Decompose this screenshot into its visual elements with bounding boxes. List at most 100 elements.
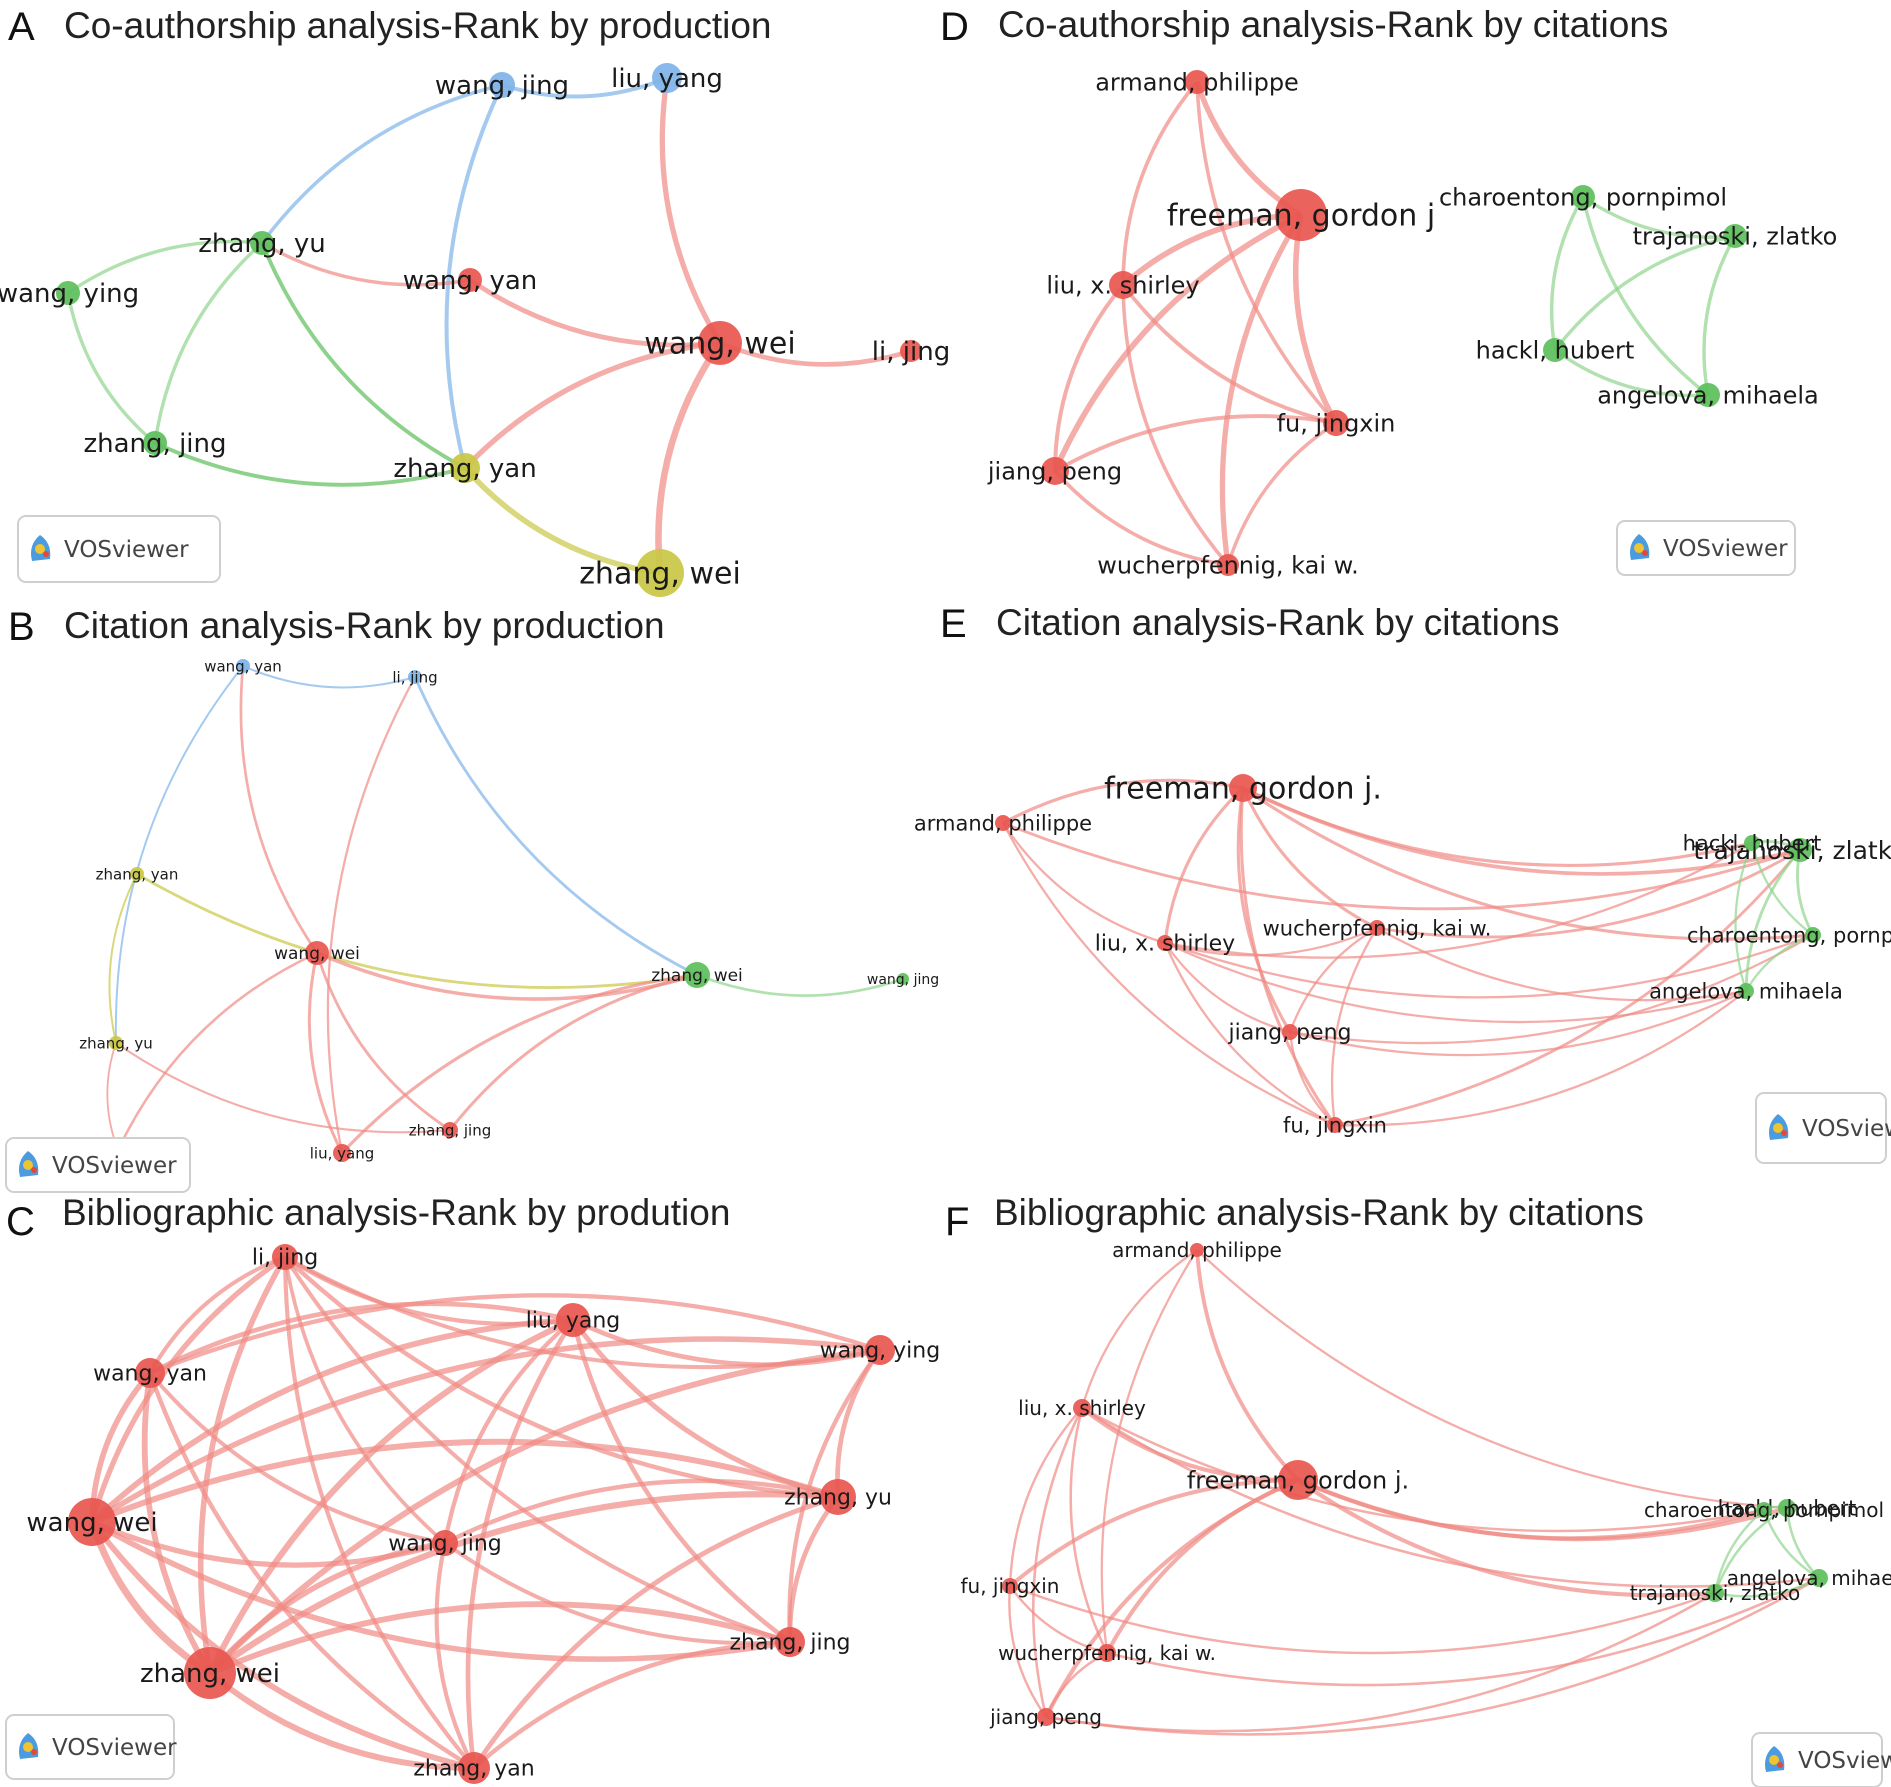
panel-title: Co-authorship analysis-Rank by productio… — [64, 5, 771, 46]
node-armand-philippe[interactable] — [1190, 1243, 1204, 1257]
watermark-text: VOSviewer — [1663, 536, 1788, 562]
edge — [326, 676, 417, 1154]
edge — [1334, 990, 1747, 1127]
node-wang-wei[interactable] — [68, 1498, 116, 1546]
node-label: li, jing — [872, 337, 950, 367]
node-zhang-jing[interactable] — [143, 431, 167, 455]
edge — [1001, 822, 1336, 1127]
edge — [1164, 926, 1378, 957]
node-zhang-jing[interactable] — [442, 1122, 458, 1138]
node-zhang-yan[interactable] — [130, 867, 144, 881]
node-fu-jingxin[interactable] — [1323, 410, 1349, 436]
node-zhang-yu[interactable] — [109, 1036, 123, 1050]
edge — [1334, 849, 1802, 1127]
edge — [114, 665, 244, 1044]
node-label: trajanoski, zlatko — [1633, 222, 1838, 250]
node-wang-ying[interactable] — [56, 281, 80, 305]
edge — [207, 1317, 575, 1675]
node-zhang-yan[interactable] — [458, 1752, 490, 1784]
node-freeman-gordon-j[interactable] — [1275, 189, 1327, 241]
node-wucherpfennig-kai-w-[interactable] — [1098, 1644, 1116, 1662]
node-charoentong-pornpimol[interactable] — [1805, 927, 1821, 943]
node-freeman-gordon-j-[interactable] — [1229, 774, 1257, 802]
node-wang-wei[interactable] — [305, 941, 329, 965]
node-wang-jing[interactable] — [897, 973, 909, 985]
node-hackl-hubert[interactable] — [1543, 338, 1567, 362]
node-fu-jingxin[interactable] — [1002, 1578, 1018, 1594]
node-zhang-wei[interactable] — [636, 549, 684, 597]
edge — [1242, 786, 1753, 867]
node-liu-yang[interactable] — [556, 1303, 590, 1337]
node-trajanoski-zlatko[interactable] — [1788, 838, 1812, 862]
edge — [1288, 927, 1378, 1033]
node-label: wang, yan — [403, 266, 538, 296]
node-armand-philippe[interactable] — [1185, 70, 1209, 94]
edge — [1582, 195, 1736, 239]
node-zhang-wei[interactable] — [184, 1647, 236, 1699]
edge — [1054, 414, 1337, 473]
logo-dot-icon — [43, 551, 49, 557]
edge — [1289, 989, 1747, 1057]
edge — [1053, 469, 1229, 567]
edge — [1100, 1249, 1198, 1654]
node-charoentong-pornpimol[interactable] — [1571, 185, 1595, 209]
node-label: angelova, mihaela — [1727, 1566, 1891, 1590]
node-wang-jing[interactable] — [432, 1530, 458, 1556]
node-wang-yan[interactable] — [135, 1358, 165, 1388]
node-trajanoski-zlatko[interactable] — [1706, 1584, 1724, 1602]
node-label: wang, wei — [274, 944, 360, 964]
node-wang-yan[interactable] — [458, 268, 482, 292]
node-angelova-mihaela[interactable] — [1738, 983, 1754, 999]
node-wucherpfennig-kai-w-[interactable] — [1217, 554, 1239, 576]
edge — [655, 341, 723, 574]
node-li-jing[interactable] — [408, 670, 422, 684]
node-angelova-mihaela[interactable] — [1810, 1569, 1828, 1587]
node-zhang-jing[interactable] — [775, 1627, 805, 1657]
edge — [1734, 842, 1754, 992]
node-armand-philippe[interactable] — [995, 815, 1011, 831]
edge — [1376, 927, 1747, 1002]
panel-letter: E — [940, 602, 967, 646]
node-liu-x-shirley[interactable] — [1157, 935, 1173, 951]
node-label: liu, x. shirley — [1046, 271, 1199, 299]
node-liu-yang[interactable] — [652, 63, 682, 93]
node-hackl-hubert[interactable] — [1744, 835, 1760, 851]
node-liu-x-shirley[interactable] — [1073, 1399, 1091, 1417]
node-jiang-peng[interactable] — [1037, 1708, 1055, 1726]
node-trajanoski-zlatko[interactable] — [1723, 224, 1747, 248]
node-wang-ying[interactable] — [865, 1335, 895, 1365]
edge — [413, 676, 698, 977]
node-li-jing[interactable] — [272, 1244, 298, 1270]
edge — [1226, 421, 1337, 566]
node-zhang-yu[interactable] — [250, 231, 274, 255]
node-jiang-peng[interactable] — [1282, 1024, 1298, 1040]
node-freeman-gordon-j-[interactable] — [1278, 1460, 1318, 1500]
node-charoentong-pornpimol[interactable] — [1756, 1502, 1772, 1518]
node-wang-wei[interactable] — [698, 321, 742, 365]
node-liu-yang[interactable] — [333, 1144, 351, 1162]
edge — [207, 1347, 881, 1676]
node-jiang-peng[interactable] — [1041, 457, 1069, 485]
edge — [106, 1042, 119, 1151]
node-label: charoentong, pornpimol — [1644, 1498, 1884, 1522]
node-zhang-wei[interactable] — [684, 962, 710, 988]
node-zhang-yu[interactable] — [820, 1479, 856, 1515]
node-liu-x-shirley[interactable] — [1109, 271, 1137, 299]
node-wucherpfennig-kai-w-[interactable] — [1369, 920, 1385, 936]
node-label: jiang, peng — [989, 1705, 1102, 1729]
node-wang-jing[interactable] — [489, 72, 515, 98]
edge — [1106, 1576, 1820, 1687]
node-angelova-mihaela[interactable] — [1696, 383, 1720, 407]
node-hackl-hubert[interactable] — [1778, 1499, 1796, 1517]
node-zhang-yan[interactable] — [450, 453, 480, 483]
node-label: trajanoski, zlatko — [1693, 836, 1891, 865]
node-fu-jingxin[interactable] — [1327, 1117, 1343, 1133]
edge — [572, 1317, 881, 1367]
watermark-box — [5, 1137, 191, 1193]
logo-dot-icon — [35, 544, 45, 554]
node-wang-yan[interactable] — [236, 659, 250, 673]
edge — [1549, 196, 1585, 351]
node-li-jing[interactable] — [900, 340, 922, 362]
